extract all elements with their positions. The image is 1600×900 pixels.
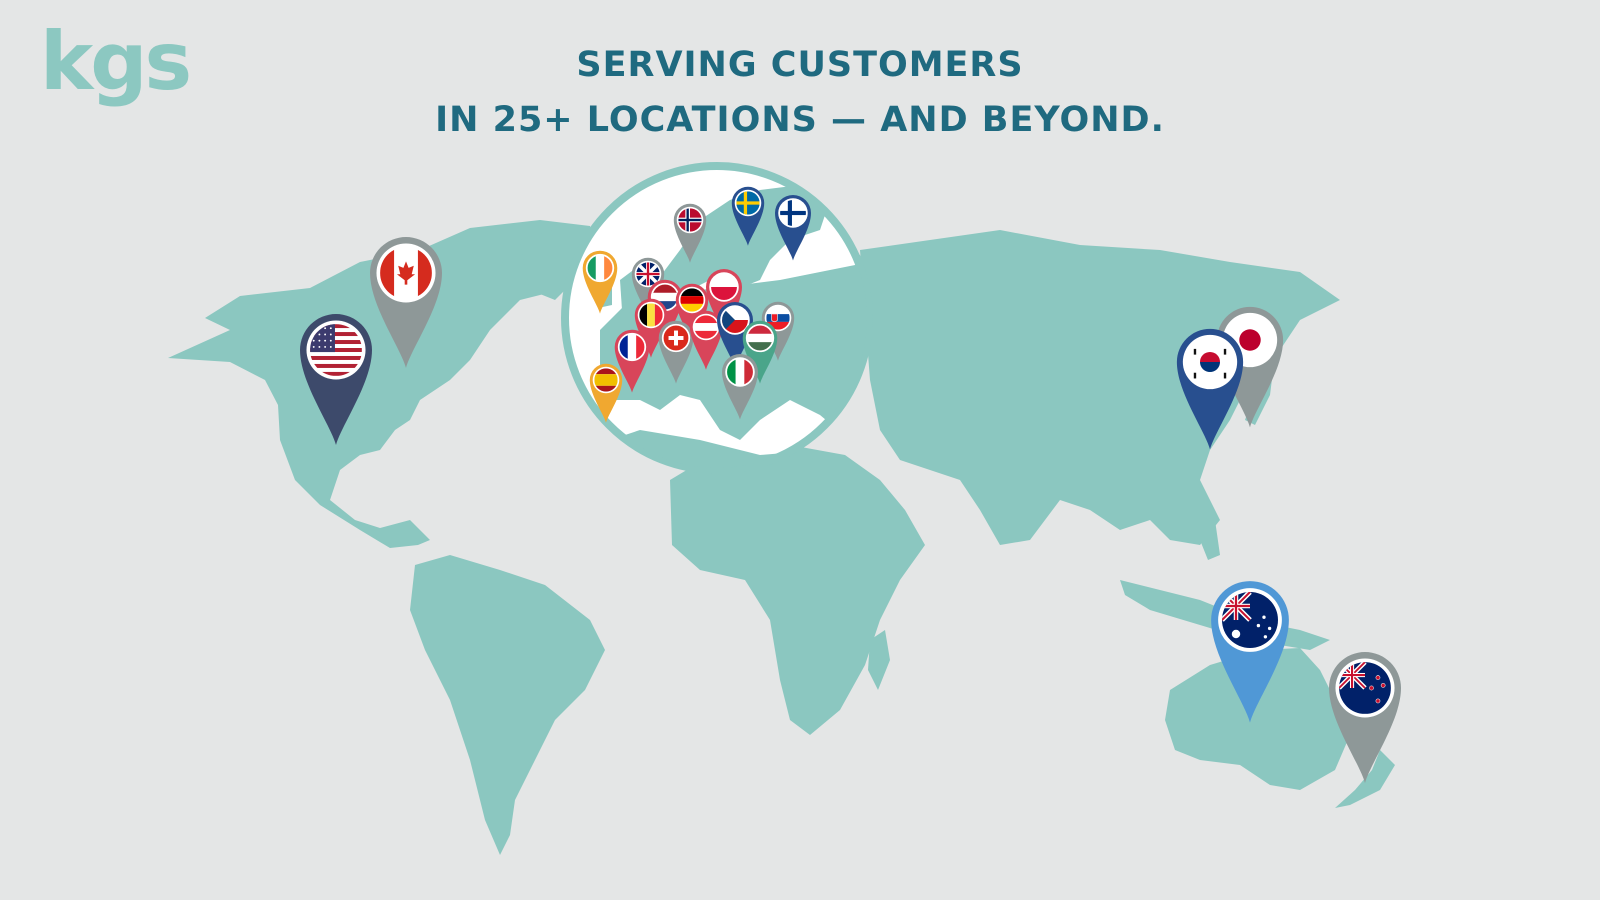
- location-pins: [300, 186, 1401, 783]
- pin-flag-us: [300, 314, 372, 445]
- north-america-landmass: [168, 220, 600, 548]
- pin-flag-at: [689, 310, 723, 370]
- pin-flag-se: [731, 186, 765, 246]
- pin-flag-ca: [370, 237, 442, 368]
- kgs-logo: kgs: [40, 15, 192, 108]
- flag-at-icon: [694, 315, 718, 339]
- headline-line-2: IN 25+ LOCATIONS — AND BEYOND.: [435, 100, 1165, 140]
- pin-flag-au: [1211, 581, 1289, 723]
- flag-se-icon: [736, 191, 760, 215]
- pin-flag-ch: [658, 320, 694, 384]
- flag-de-icon: [680, 288, 704, 312]
- pin-flag-be: [634, 298, 668, 358]
- flag-cz-icon: [722, 307, 748, 333]
- greenland-landmass: [520, 228, 580, 300]
- south-america-landmass: [410, 555, 605, 855]
- flag-be-icon: [639, 303, 663, 327]
- pin-flag-cz: [717, 302, 753, 368]
- flag-ie-icon: [587, 255, 613, 281]
- pin-flag-kr: [1176, 328, 1244, 450]
- flag-ch-icon: [663, 325, 689, 351]
- pin-flag-it: [722, 354, 758, 420]
- page-title: SERVING CUSTOMERS IN 25+ LOCATIONS — AND…: [0, 38, 1600, 148]
- flag-sk-icon: [766, 306, 790, 330]
- flag-fi-icon: [780, 200, 806, 226]
- pin-flag-hu: [742, 320, 778, 384]
- flag-ca-icon: [380, 247, 432, 299]
- africa-landmass: [670, 445, 925, 735]
- pin-flag-pl: [706, 269, 742, 335]
- flag-no-icon: [678, 208, 702, 232]
- pin-flag-fr: [614, 329, 650, 393]
- pin-flag-sk: [761, 301, 795, 361]
- pin-flag-gb: [631, 257, 665, 317]
- flag-es-icon: [594, 368, 618, 392]
- flag-kr-icon: [1186, 338, 1234, 386]
- pin-flag-ie: [582, 250, 618, 314]
- pin-flag-es: [589, 363, 623, 423]
- flag-pl-icon: [711, 274, 737, 300]
- madagascar-landmass: [868, 630, 890, 690]
- flag-nz-icon: [1339, 662, 1391, 714]
- flag-us-icon: [310, 324, 362, 376]
- flag-fr-icon: [619, 334, 645, 360]
- australia-landmass: [1165, 648, 1350, 790]
- flag-au-icon: [1222, 592, 1278, 648]
- philippines-islands: [1200, 510, 1220, 560]
- pin-flag-no: [673, 203, 707, 263]
- asia-landmass: [860, 230, 1340, 545]
- flag-nl-icon: [652, 284, 678, 310]
- pin-flag-fi: [775, 195, 811, 261]
- flag-gb-icon: [636, 262, 660, 286]
- pin-flag-de: [675, 283, 709, 343]
- pin-flag-nz: [1329, 652, 1401, 783]
- headline-line-1: SERVING CUSTOMERS: [576, 45, 1024, 85]
- flag-it-icon: [727, 359, 753, 385]
- flag-hu-icon: [747, 325, 773, 351]
